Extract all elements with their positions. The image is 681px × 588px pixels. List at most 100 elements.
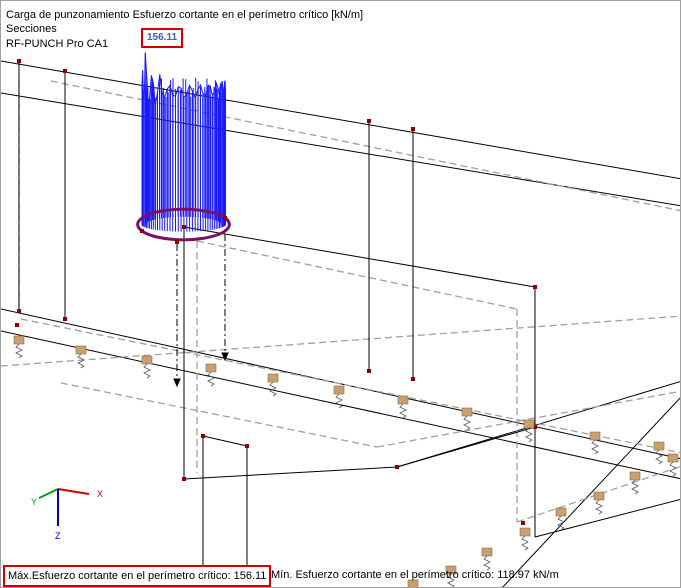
wall-edge bbox=[202, 435, 248, 447]
wall-edge bbox=[183, 226, 536, 288]
support-spring bbox=[631, 479, 639, 495]
slab-edge bbox=[502, 397, 680, 587]
axis-triad bbox=[38, 488, 90, 526]
node-point bbox=[63, 317, 67, 321]
support-spring bbox=[525, 427, 533, 443]
spring-support bbox=[333, 385, 345, 409]
support-plate bbox=[481, 547, 493, 557]
node-point bbox=[395, 465, 399, 469]
columns bbox=[18, 61, 680, 587]
node-point bbox=[223, 216, 227, 220]
node-point bbox=[533, 285, 537, 289]
support-spring bbox=[463, 415, 471, 431]
support-plate bbox=[523, 419, 535, 429]
node-point bbox=[521, 521, 525, 525]
support-spring bbox=[669, 461, 677, 477]
spring-support bbox=[407, 579, 419, 587]
result-type-title: Carga de punzonamiento Esfuerzo cortante… bbox=[6, 9, 364, 21]
load-arrowhead bbox=[173, 378, 181, 388]
support-plate bbox=[205, 363, 217, 373]
foundation-edge bbox=[20, 318, 680, 454]
spring-support bbox=[555, 507, 567, 531]
slab-edge bbox=[1, 330, 680, 480]
support-spring bbox=[557, 515, 565, 531]
spring-support bbox=[205, 363, 217, 387]
slab-edges bbox=[1, 60, 680, 587]
support-plate bbox=[461, 407, 473, 417]
node-point bbox=[182, 477, 186, 481]
slab-edge bbox=[1, 60, 680, 180]
spring-support bbox=[653, 441, 665, 465]
wall-edge bbox=[534, 499, 680, 538]
support-spring bbox=[269, 381, 277, 397]
foundation-edge bbox=[50, 80, 680, 212]
support-plate bbox=[629, 471, 641, 481]
foundation-edge bbox=[1, 315, 680, 367]
sections-label: Secciones bbox=[6, 23, 57, 35]
support-plate bbox=[589, 431, 601, 441]
peak-value-label: 156.11 bbox=[141, 28, 184, 48]
support-spring bbox=[447, 573, 455, 587]
wall-edge bbox=[396, 426, 536, 468]
support-plate bbox=[667, 453, 679, 463]
axis-x-label: X bbox=[97, 489, 104, 499]
node-point bbox=[367, 119, 371, 123]
spring-support bbox=[75, 345, 87, 369]
punching-shear-diagram bbox=[141, 52, 226, 232]
node-point bbox=[367, 369, 371, 373]
node-point bbox=[140, 229, 144, 233]
node-layer bbox=[15, 59, 537, 525]
support-spring bbox=[595, 499, 603, 515]
slab-edge bbox=[1, 92, 680, 207]
foundation-edge bbox=[196, 240, 518, 310]
support-spring bbox=[521, 535, 529, 551]
spring-support bbox=[481, 547, 493, 571]
support-plate bbox=[333, 385, 345, 395]
axis-x-line bbox=[57, 488, 90, 495]
foundation-edge bbox=[516, 465, 680, 523]
spring-support bbox=[267, 373, 279, 397]
spring-support bbox=[523, 419, 535, 443]
support-plate bbox=[13, 335, 25, 345]
spring-support bbox=[461, 407, 473, 431]
foundation-edge bbox=[376, 390, 680, 448]
node-point bbox=[245, 444, 249, 448]
support-plate bbox=[75, 345, 87, 355]
support-spring bbox=[15, 343, 23, 359]
load-arrowhead bbox=[221, 352, 229, 362]
support-plate bbox=[397, 395, 409, 405]
support-spring bbox=[483, 555, 491, 571]
min-shear-readout: Mín. Esfuerzo cortante en el perímetro c… bbox=[271, 569, 559, 581]
node-point bbox=[533, 425, 537, 429]
spring-support bbox=[667, 453, 679, 477]
node-point bbox=[15, 323, 19, 327]
foundation-outline bbox=[1, 80, 680, 523]
support-plate bbox=[267, 373, 279, 383]
support-plate bbox=[653, 441, 665, 451]
support-spring bbox=[399, 403, 407, 419]
support-spring bbox=[591, 439, 599, 455]
node-point bbox=[182, 225, 186, 229]
spring-support bbox=[141, 355, 153, 379]
support-spring bbox=[77, 353, 85, 369]
spring-support bbox=[397, 395, 409, 419]
support-spring bbox=[335, 393, 343, 409]
support-plate bbox=[593, 491, 605, 501]
spring-support bbox=[593, 491, 605, 515]
node-point bbox=[411, 377, 415, 381]
foundation-edge bbox=[60, 382, 378, 448]
support-plate bbox=[407, 579, 419, 587]
spring-support bbox=[519, 527, 531, 551]
spring-support bbox=[629, 471, 641, 495]
spring-support bbox=[589, 431, 601, 455]
node-point bbox=[17, 59, 21, 63]
support-spring bbox=[207, 371, 215, 387]
support-spring bbox=[655, 449, 663, 465]
node-point bbox=[17, 309, 21, 313]
load-case-label: RF-PUNCH Pro CA1 bbox=[6, 38, 109, 50]
support-plate bbox=[141, 355, 153, 365]
axis-z-label: Z bbox=[55, 531, 61, 541]
spring-support bbox=[445, 565, 457, 587]
